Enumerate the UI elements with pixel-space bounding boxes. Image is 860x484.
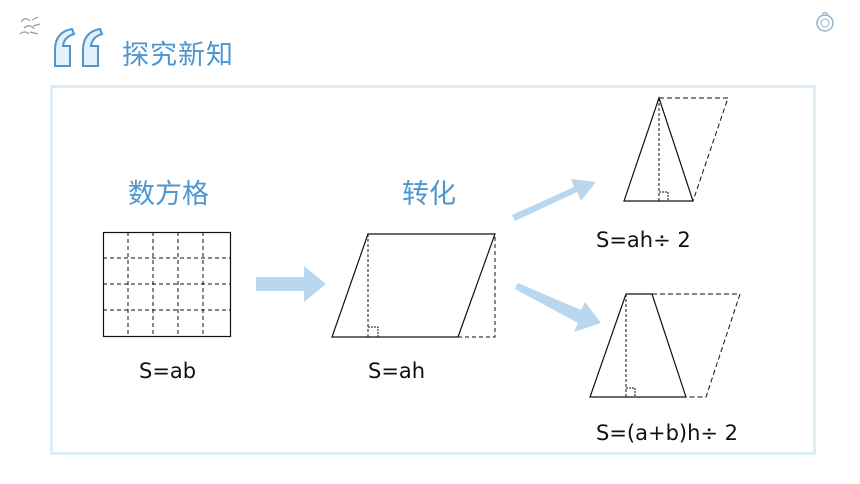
arrow-up-right-icon — [512, 179, 596, 221]
arrow-right-icon — [256, 266, 326, 302]
parallelogram-figure — [331, 233, 496, 338]
trapezoid-figure — [589, 293, 741, 398]
grid-rectangle — [102, 231, 232, 338]
corner-ornament-left — [19, 16, 41, 35]
content-frame — [50, 85, 816, 455]
para-formula: S=ah — [368, 359, 426, 383]
arrow-down-right-icon — [515, 283, 601, 332]
rect-formula: S=ab — [139, 359, 197, 383]
corner-ornament-right — [816, 11, 834, 32]
transform-label: 转化 — [402, 179, 456, 210]
triangle-figure — [623, 96, 729, 202]
grid-method-label: 数方格 — [128, 179, 209, 210]
trap-formula: S=(a+b)h÷ 2 — [596, 421, 739, 445]
quote-mark-icon — [54, 27, 104, 67]
page-title: 探究新知 — [122, 40, 234, 71]
tri-formula: S=ah÷ 2 — [596, 228, 691, 252]
